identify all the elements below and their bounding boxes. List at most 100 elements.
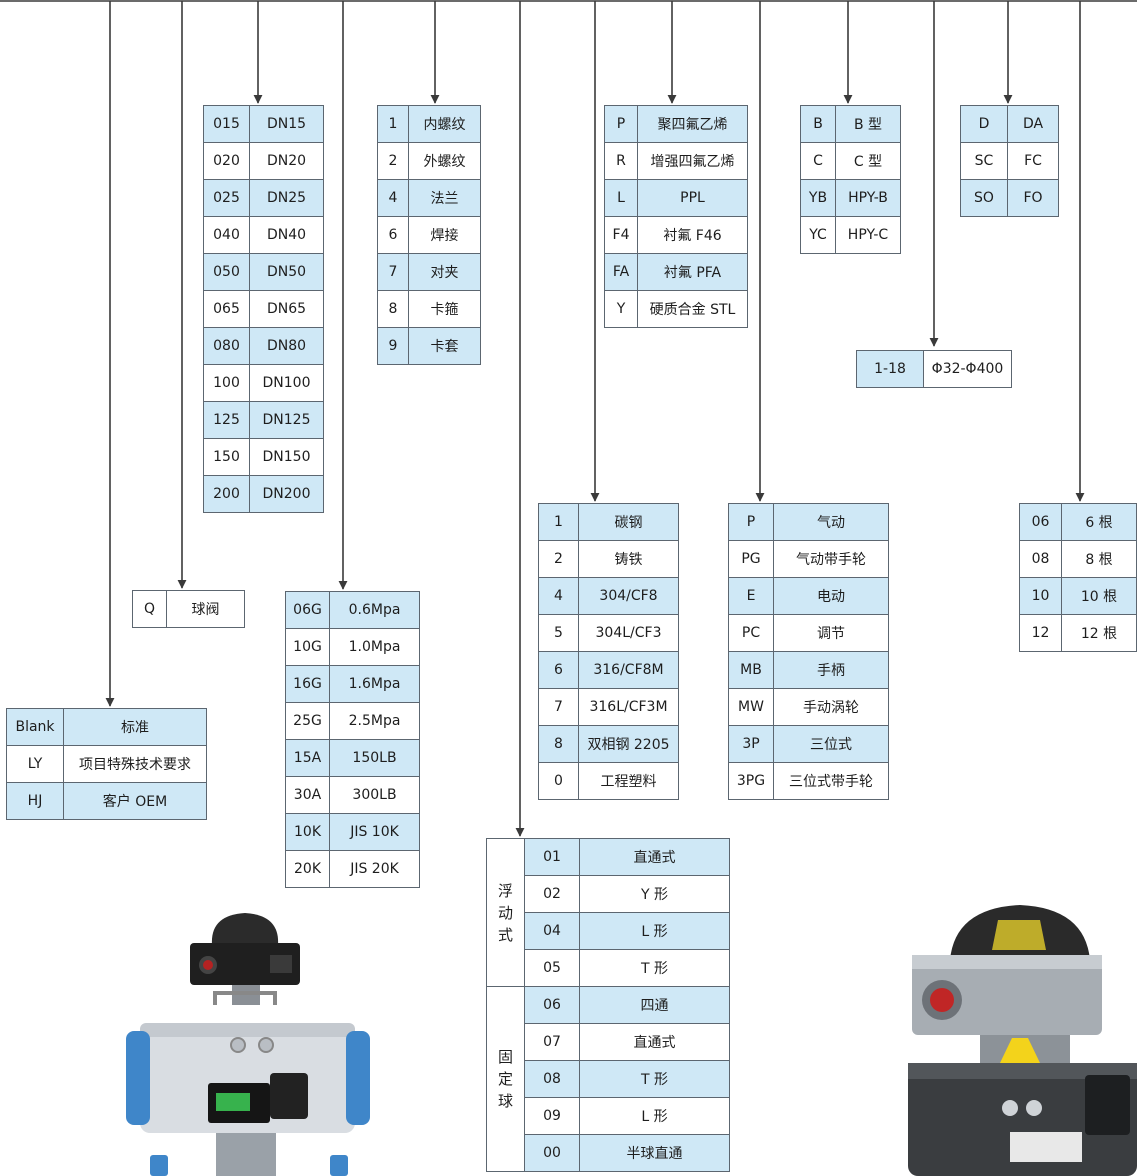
code-cell: 4: [538, 577, 579, 615]
code-cell: 8: [377, 290, 409, 328]
code-cell: 4: [377, 179, 409, 217]
code-cell: 080: [203, 327, 250, 365]
code-cell: Q: [132, 590, 167, 628]
desc-cell: 电动: [773, 577, 889, 615]
desc-cell: 四通: [579, 986, 730, 1024]
code-cell: LY: [6, 745, 64, 783]
desc-cell: 2.5Mpa: [329, 702, 420, 740]
code-cell: 025: [203, 179, 250, 217]
code-cell: 1: [538, 503, 579, 541]
desc-cell: Y 形: [579, 875, 730, 913]
desc-cell: DN80: [249, 327, 324, 365]
code-cell: 040: [203, 216, 250, 254]
code-cell: 3P: [728, 725, 774, 763]
code-cell: 015: [203, 105, 250, 143]
code-cell: 150: [203, 438, 250, 476]
desc-cell: B 型: [835, 105, 901, 143]
code-cell: 00: [524, 1134, 580, 1172]
desc-cell: 304/CF8: [578, 577, 679, 615]
floating-ball-group-label: 浮动式: [486, 838, 525, 987]
limit-switch-box-photo: [908, 905, 1137, 1176]
desc-cell: DN25: [249, 179, 324, 217]
code-cell: 20K: [285, 850, 330, 888]
desc-cell: JIS 20K: [329, 850, 420, 888]
code-cell: SO: [960, 179, 1008, 217]
desc-cell: 卡箍: [408, 290, 481, 328]
code-cell: 10G: [285, 628, 330, 666]
code-cell: L: [604, 179, 638, 217]
desc-cell: 10 根: [1061, 577, 1137, 615]
desc-cell: 手柄: [773, 651, 889, 689]
desc-cell: 碳钢: [578, 503, 679, 541]
desc-cell: DN15: [249, 105, 324, 143]
code-cell: 100: [203, 364, 250, 402]
desc-cell: 三位式: [773, 725, 889, 763]
desc-cell: 双相钢 2205: [578, 725, 679, 763]
desc-cell: DA: [1007, 105, 1059, 143]
fixed-ball-group-label: 固定球: [486, 986, 525, 1172]
desc-cell: T 形: [579, 949, 730, 987]
desc-cell: T 形: [579, 1060, 730, 1098]
code-cell: 06: [524, 986, 580, 1024]
code-cell: 09: [524, 1097, 580, 1135]
code-cell: 15A: [285, 739, 330, 777]
code-cell: 01: [524, 838, 580, 876]
code-cell: 5: [538, 614, 579, 652]
desc-cell: 客户 OEM: [63, 782, 207, 820]
desc-cell: DN65: [249, 290, 324, 328]
code-cell: E: [728, 577, 774, 615]
code-cell: R: [604, 142, 638, 180]
desc-cell: 法兰: [408, 179, 481, 217]
desc-cell: 外螺纹: [408, 142, 481, 180]
desc-cell: 手动涡轮: [773, 688, 889, 726]
desc-cell: 1.0Mpa: [329, 628, 420, 666]
pneumatic-ball-valve-photo: [126, 913, 370, 1176]
code-cell: D: [960, 105, 1008, 143]
desc-cell: 6 根: [1061, 503, 1137, 541]
desc-cell: 球阀: [166, 590, 245, 628]
code-cell: YB: [800, 179, 836, 217]
code-cell: 08: [1019, 540, 1062, 578]
desc-cell: 调节: [773, 614, 889, 652]
code-cell: 25G: [285, 702, 330, 740]
desc-cell: DN50: [249, 253, 324, 291]
desc-cell: DN150: [249, 438, 324, 476]
desc-cell: DN20: [249, 142, 324, 180]
code-cell: HJ: [6, 782, 64, 820]
code-cell: 06G: [285, 591, 330, 629]
code-cell: 10K: [285, 813, 330, 851]
code-cell: 200: [203, 475, 250, 513]
desc-cell: 聚四氟乙烯: [637, 105, 748, 143]
desc-cell: 三位式带手轮: [773, 762, 889, 800]
code-cell: 125: [203, 401, 250, 439]
